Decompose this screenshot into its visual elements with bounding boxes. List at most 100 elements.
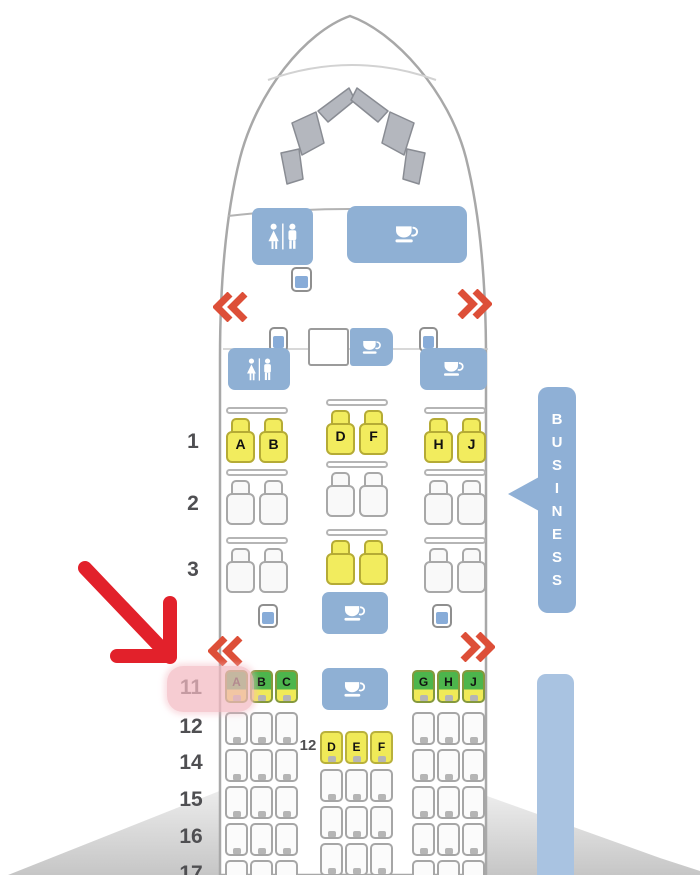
seat-12G[interactable] bbox=[412, 712, 435, 745]
seat-14G[interactable] bbox=[412, 749, 435, 782]
row-number-12: 12 bbox=[179, 715, 203, 738]
row15-left-seats bbox=[225, 786, 298, 819]
seat-1H[interactable]: H bbox=[424, 418, 453, 463]
seat-14B[interactable] bbox=[250, 749, 273, 782]
seat-14E[interactable] bbox=[345, 769, 368, 802]
seat-2B[interactable] bbox=[259, 480, 288, 525]
row1-mid-pair: D F bbox=[326, 399, 388, 455]
seat-16J[interactable] bbox=[462, 823, 485, 856]
exit-chevron-right-icon bbox=[459, 632, 495, 662]
seat-12C[interactable] bbox=[275, 712, 298, 745]
service-box-icon bbox=[269, 327, 288, 352]
exit-chevron-left-icon bbox=[208, 636, 244, 666]
seat-15J[interactable] bbox=[462, 786, 485, 819]
business-class-label: B U S I N E S S bbox=[508, 387, 576, 613]
row1-right-pair: H J bbox=[424, 407, 486, 463]
row14-right-seats bbox=[412, 749, 485, 782]
seat-2A[interactable] bbox=[226, 480, 255, 525]
seat-17J[interactable] bbox=[462, 860, 485, 875]
seat-2F[interactable] bbox=[359, 472, 388, 517]
row3-mid-pair bbox=[326, 529, 388, 585]
seat-14C[interactable] bbox=[275, 749, 298, 782]
row12-right-seats bbox=[412, 712, 485, 745]
seat-12H[interactable] bbox=[437, 712, 460, 745]
seat-12J[interactable] bbox=[462, 712, 485, 745]
row2-right-pair bbox=[424, 469, 486, 525]
seat-11C[interactable]: C bbox=[275, 670, 298, 703]
row15-mid-seats bbox=[320, 806, 393, 839]
seat-17H[interactable] bbox=[437, 860, 460, 875]
seat-15B[interactable] bbox=[250, 786, 273, 819]
seat-16H[interactable] bbox=[437, 823, 460, 856]
seat-3B[interactable] bbox=[259, 548, 288, 593]
row14-left-seats bbox=[225, 749, 298, 782]
row12-left-seats bbox=[225, 712, 298, 745]
seat-11G[interactable]: G bbox=[412, 670, 435, 703]
coffee-cup-icon bbox=[341, 680, 369, 699]
seat-15C[interactable] bbox=[275, 786, 298, 819]
seat-console bbox=[326, 529, 388, 536]
row-number-17: 17 bbox=[179, 862, 203, 875]
seat-2D[interactable] bbox=[326, 472, 355, 517]
seat-16E[interactable] bbox=[345, 843, 368, 875]
seat-12E[interactable]: E bbox=[345, 731, 368, 764]
seat-17G[interactable] bbox=[412, 860, 435, 875]
seat-14J[interactable] bbox=[462, 749, 485, 782]
seat-12D[interactable]: D bbox=[320, 731, 343, 764]
row3-left-pair bbox=[226, 537, 288, 593]
seat-15F[interactable] bbox=[370, 806, 393, 839]
row-number-1: 1 bbox=[187, 430, 199, 453]
seat-15D[interactable] bbox=[320, 806, 343, 839]
seat-2J[interactable] bbox=[457, 480, 486, 525]
seat-16G[interactable] bbox=[412, 823, 435, 856]
seat-14H[interactable] bbox=[437, 749, 460, 782]
seat-14D[interactable] bbox=[320, 769, 343, 802]
seat-16A[interactable] bbox=[225, 823, 248, 856]
seat-17C[interactable] bbox=[275, 860, 298, 875]
seat-16B[interactable] bbox=[250, 823, 273, 856]
seat-16D[interactable] bbox=[320, 843, 343, 875]
lavatory-block-front bbox=[252, 208, 313, 265]
seat-15G[interactable] bbox=[412, 786, 435, 819]
seat-1F[interactable]: F bbox=[359, 410, 388, 455]
seat-2H[interactable] bbox=[424, 480, 453, 525]
seat-3D[interactable] bbox=[326, 540, 355, 585]
seat-15E[interactable] bbox=[345, 806, 368, 839]
row3-right-pair bbox=[424, 537, 486, 593]
seat-16F[interactable] bbox=[370, 843, 393, 875]
seat-12F[interactable]: F bbox=[370, 731, 393, 764]
row-number-12-mid: 12 bbox=[299, 737, 317, 754]
seat-15H[interactable] bbox=[437, 786, 460, 819]
exit-chevron-right-icon bbox=[456, 289, 492, 319]
seat-1A[interactable]: A bbox=[226, 418, 255, 463]
seat-12B[interactable] bbox=[250, 712, 273, 745]
seat-1J[interactable]: J bbox=[457, 418, 486, 463]
seat-11J[interactable]: J bbox=[462, 670, 485, 703]
seat-17A[interactable] bbox=[225, 860, 248, 875]
seat-3H[interactable] bbox=[424, 548, 453, 593]
seat-16C[interactable] bbox=[275, 823, 298, 856]
closet-block bbox=[308, 328, 349, 366]
seat-1B[interactable]: B bbox=[259, 418, 288, 463]
row17-left-seats bbox=[225, 860, 298, 875]
seat-3F[interactable] bbox=[359, 540, 388, 585]
seat-console bbox=[424, 407, 486, 414]
seat-3J[interactable] bbox=[457, 548, 486, 593]
left-wing bbox=[8, 790, 222, 875]
seat-14A[interactable] bbox=[225, 749, 248, 782]
seat-console bbox=[326, 461, 388, 468]
seat-14F[interactable] bbox=[370, 769, 393, 802]
restroom-icon bbox=[264, 223, 302, 250]
seat-console bbox=[226, 407, 288, 414]
galley-block-front bbox=[347, 206, 467, 263]
seat-12A[interactable] bbox=[225, 712, 248, 745]
row11-right-seats: G H J bbox=[412, 670, 485, 703]
seat-15A[interactable] bbox=[225, 786, 248, 819]
seat-11H[interactable]: H bbox=[437, 670, 460, 703]
seat-1D[interactable]: D bbox=[326, 410, 355, 455]
galley-block-mid bbox=[350, 328, 393, 366]
cockpit-windows-icon bbox=[280, 87, 426, 185]
seat-17B[interactable] bbox=[250, 860, 273, 875]
seat-3A[interactable] bbox=[226, 548, 255, 593]
